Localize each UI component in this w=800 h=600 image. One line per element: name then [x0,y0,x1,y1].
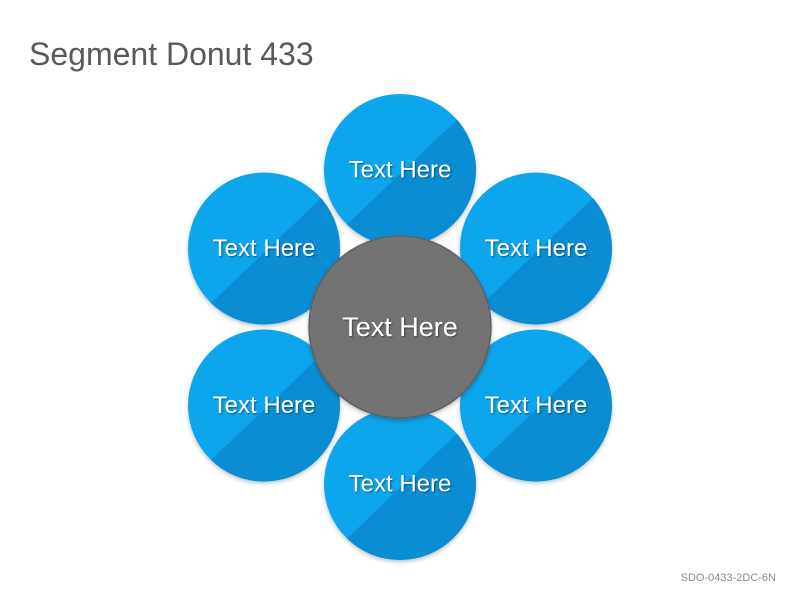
petal-bottom: Text Here [324,408,476,560]
center-circle [308,235,492,419]
petal-label: Text Here [349,157,452,184]
petal-shade [324,408,476,560]
petal-label: Text Here [213,235,316,262]
petal-shade [188,172,341,325]
petal-upper-right: Text Here [459,172,612,325]
footer-code: SDO-0433-2DC-6N [680,572,776,584]
center-group: Text Here [308,235,492,419]
petal-label: Text Here [349,471,452,498]
center-label: Text Here [342,312,458,342]
petal-top: Text Here [324,94,476,246]
page-title: Segment Donut 433 [29,36,314,72]
petal-label: Text Here [485,235,588,262]
petal-lower-left: Text Here [188,329,341,482]
petal-upper-left: Text Here [188,172,341,325]
petal-shade [324,94,476,246]
petal-shade [459,329,612,482]
petal-lower-right: Text Here [459,329,612,482]
petal-shade [459,172,612,325]
petal-label: Text Here [213,392,316,419]
petal-label: Text Here [485,392,588,419]
petal-shade [188,329,341,482]
